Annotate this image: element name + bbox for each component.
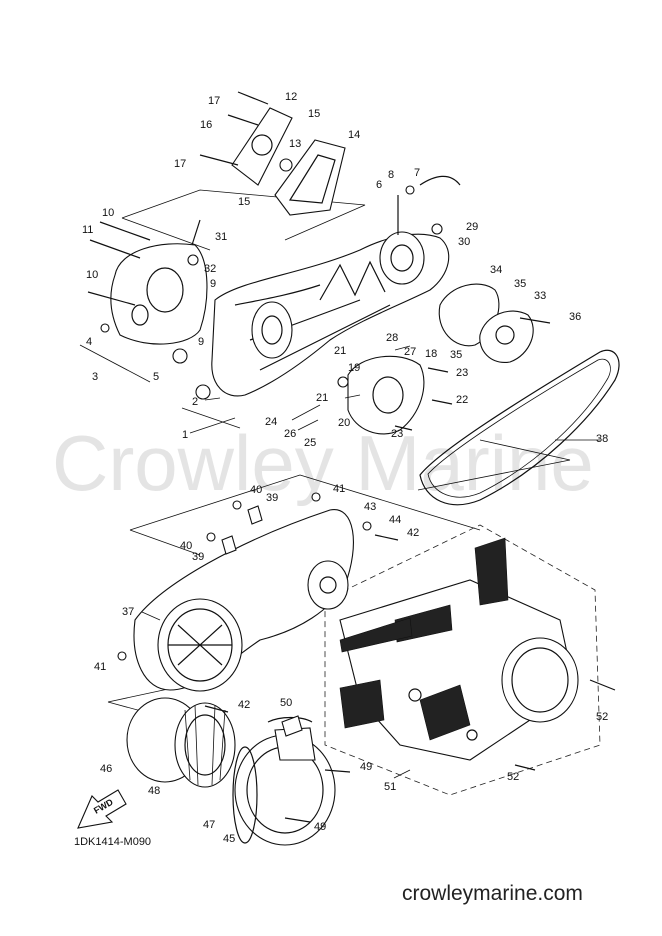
callout: 48 [148, 785, 160, 797]
callout: 23 [391, 428, 403, 440]
callout: 4 [86, 336, 92, 348]
callout: 41 [94, 661, 106, 673]
callout: 15 [308, 108, 320, 120]
leader-lines [141, 345, 600, 779]
callout: 13 [289, 138, 301, 150]
oil-pump-cover [438, 283, 534, 363]
callout: 12 [285, 91, 297, 103]
callout: 21 [316, 392, 328, 404]
callout: 37 [122, 606, 134, 618]
cover-gasket [419, 349, 620, 506]
callout: 30 [458, 236, 470, 248]
callout: 39 [266, 492, 278, 504]
callout: 40 [250, 484, 262, 496]
bearing-cover [231, 107, 346, 216]
callout: 33 [534, 290, 546, 302]
callout: 41 [333, 483, 345, 495]
callout: 49 [314, 821, 326, 833]
callout: 32 [204, 263, 216, 275]
callout: 34 [490, 264, 502, 276]
callout: 46 [100, 763, 112, 775]
air-filter-case [232, 716, 336, 846]
callout: 10 [86, 269, 98, 281]
callout: 10 [102, 207, 114, 219]
callout: 5 [153, 371, 159, 383]
callout: 22 [456, 394, 468, 406]
watermark-text: Crowley Marine [52, 419, 594, 507]
crankcase-cover [110, 243, 208, 345]
bolts-and-fasteners [87, 91, 616, 823]
callout: 19 [348, 362, 360, 374]
callout: 26 [284, 428, 296, 440]
callout: 35 [514, 278, 526, 290]
callout: 35 [450, 349, 462, 361]
callout: 42 [238, 699, 250, 711]
callout: 27 [404, 346, 416, 358]
callout: 39 [192, 551, 204, 563]
callout: 23 [456, 367, 468, 379]
callout: 25 [304, 437, 316, 449]
callout: 14 [348, 129, 360, 141]
callout-labels: 1 2 3 4 5 6 7 8 9 9 10 10 11 12 13 14 15… [82, 91, 608, 845]
callout: 43 [364, 501, 376, 513]
callout: 47 [203, 819, 215, 831]
callout: 52 [596, 711, 608, 723]
callout: 51 [384, 781, 396, 793]
callout: 40 [180, 540, 192, 552]
callout: 38 [596, 433, 608, 445]
callout: 17 [174, 158, 186, 170]
site-url[interactable]: crowleymarine.com [402, 882, 583, 905]
callout: 8 [388, 169, 394, 181]
callout: 16 [200, 119, 212, 131]
callout: 3 [92, 371, 98, 383]
callout: 17 [208, 95, 220, 107]
callout: 9 [210, 278, 216, 290]
callout: 1 [182, 429, 188, 441]
callout: 11 [82, 224, 93, 236]
callout: 7 [414, 167, 420, 179]
callout: 6 [376, 179, 382, 191]
callout: 52 [507, 771, 519, 783]
callout: 49 [360, 761, 372, 773]
air-filter [126, 697, 236, 788]
callout: 21 [334, 345, 346, 357]
callout: 44 [389, 514, 401, 526]
callout: 18 [425, 348, 437, 360]
crankcase [211, 231, 450, 397]
callout: 42 [407, 527, 419, 539]
clutch-cover [337, 355, 425, 435]
callout: 24 [265, 416, 277, 428]
callout: 20 [338, 417, 350, 429]
callout: 15 [238, 196, 250, 208]
forward-arrow-icon: FWD [77, 789, 127, 829]
diagram-code: 1DK1414-M090 [74, 836, 151, 848]
callout: 29 [466, 221, 478, 233]
callout: 31 [215, 231, 227, 243]
callout: 28 [386, 332, 398, 344]
callout: 9 [198, 336, 204, 348]
callout: 50 [280, 697, 292, 709]
transmission-case-cover [133, 509, 354, 692]
callout: 2 [192, 396, 198, 408]
callout: 36 [569, 311, 581, 323]
callout: 45 [223, 833, 235, 845]
insulation-pad [339, 537, 579, 761]
